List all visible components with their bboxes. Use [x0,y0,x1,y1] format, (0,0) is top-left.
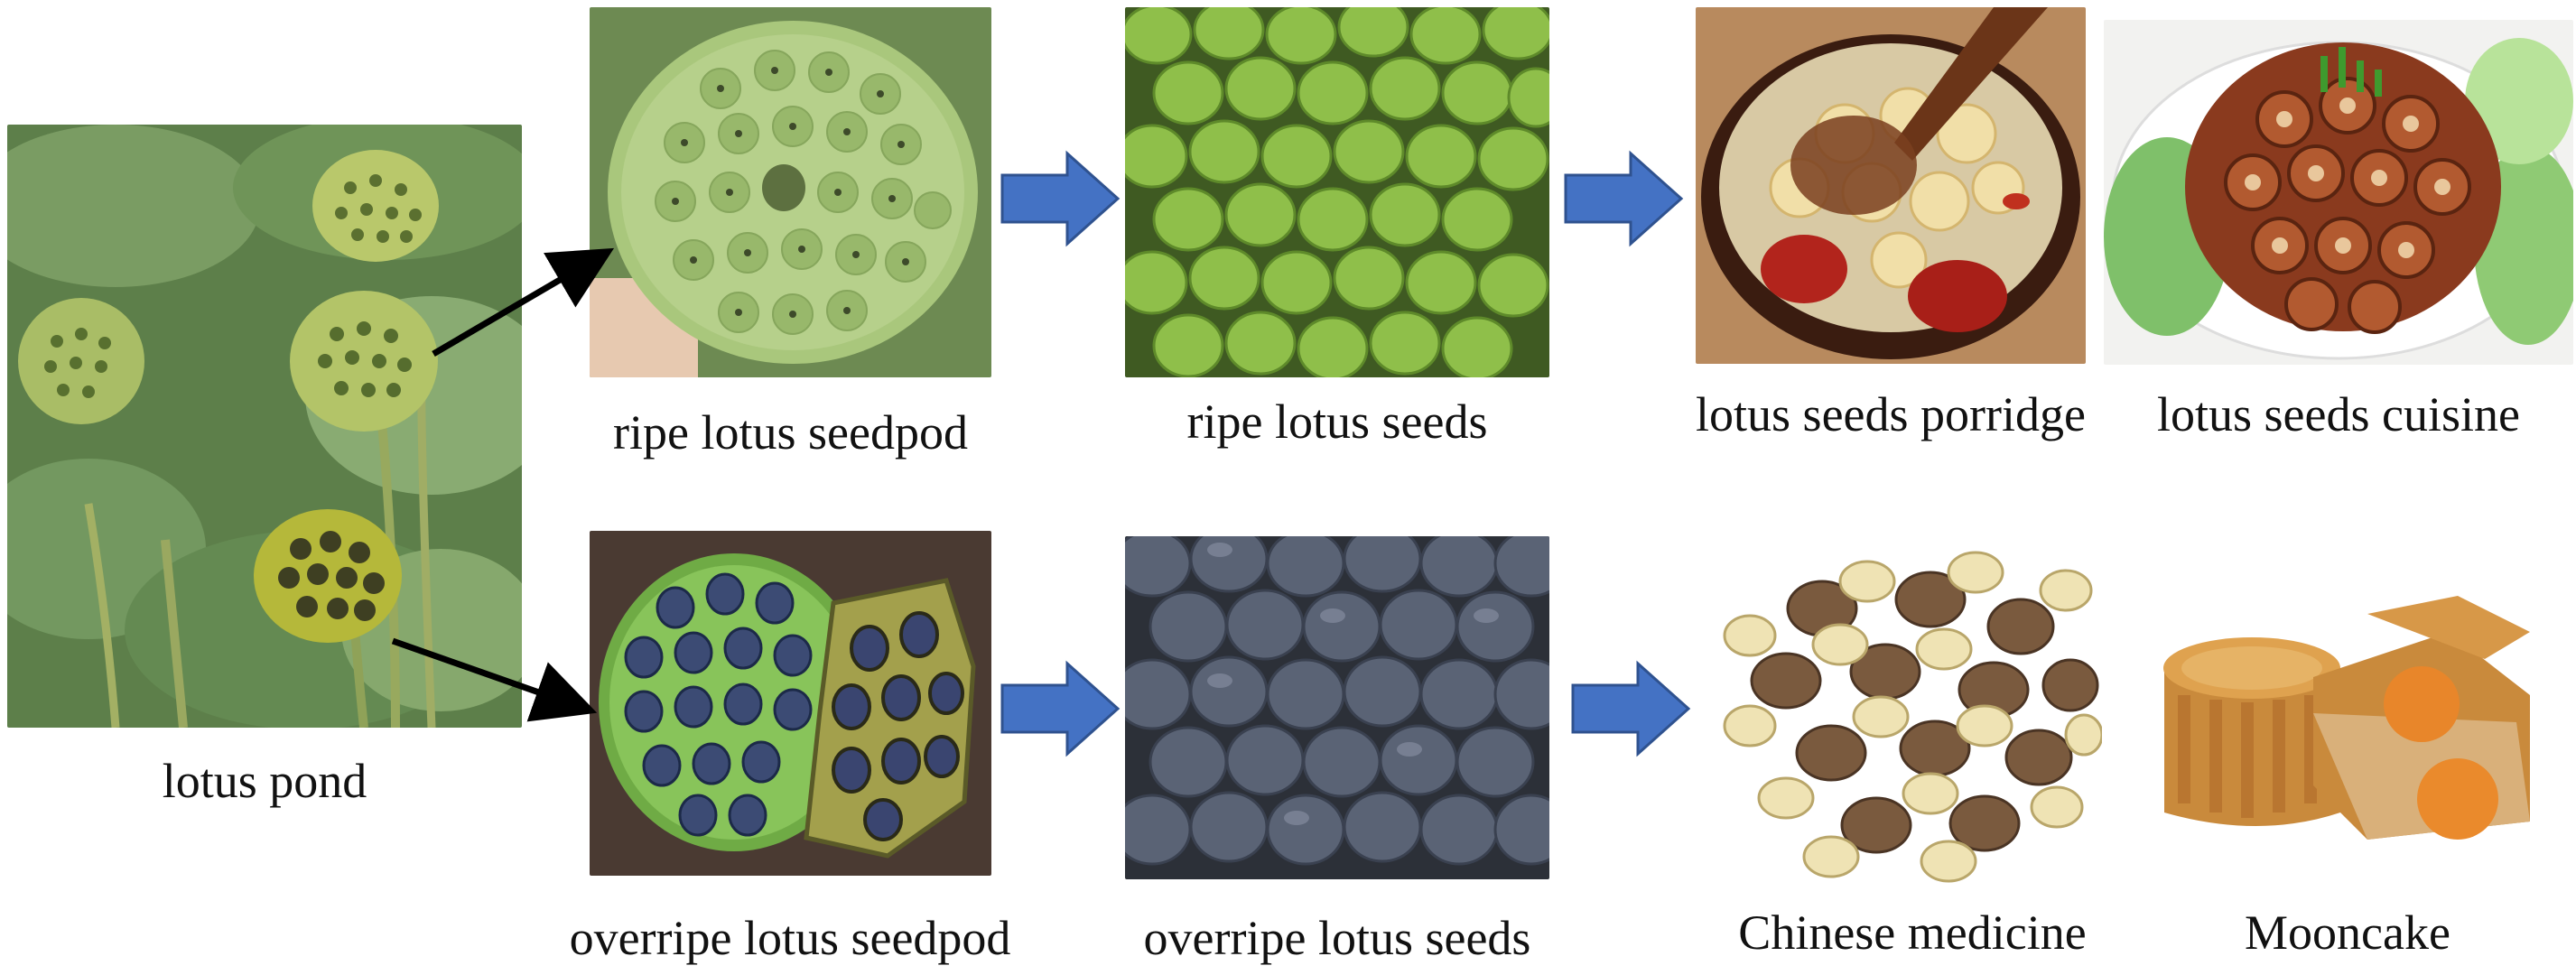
mooncake-image [2160,596,2535,850]
caption-lotus-pond: lotus pond [162,754,367,808]
porridge-image [1696,7,2086,364]
caption-overripe-seeds: overripe lotus seeds [1143,911,1531,965]
caption-mooncake: Mooncake [2245,905,2450,960]
caption-ripe-seedpod: ripe lotus seedpod [613,405,968,460]
arrow-overripe_seedpod-to-overripe_seeds [1000,660,1121,757]
arrow-ripe_seeds-to-porridge [1564,150,1684,247]
cuisine-image [2104,20,2573,365]
arrow-ripe_seedpod-to-ripe_seeds [1000,150,1121,247]
caption-overripe-seedpod: overripe lotus seedpod [569,911,1011,965]
caption-cuisine: lotus seeds cuisine [2157,387,2520,441]
overripe-seeds-image [1125,536,1549,879]
lotus-pond-image [7,125,522,728]
arrow-overripe_seeds-to-medicine [1571,660,1691,757]
arrow-pond-to-overripe_seedpod [391,637,598,722]
caption-chinese-medicine: Chinese medicine [1738,905,2087,960]
ripe-seeds-image [1125,7,1549,377]
caption-porridge: lotus seeds porridge [1696,387,2086,441]
medicine-image [1723,536,2102,887]
ripe-seedpod-image [590,7,991,377]
arrow-pond-to-ripe_seedpod [432,247,615,358]
caption-ripe-seeds: ripe lotus seeds [1186,395,1488,449]
overripe-seedpod-image [590,531,991,876]
